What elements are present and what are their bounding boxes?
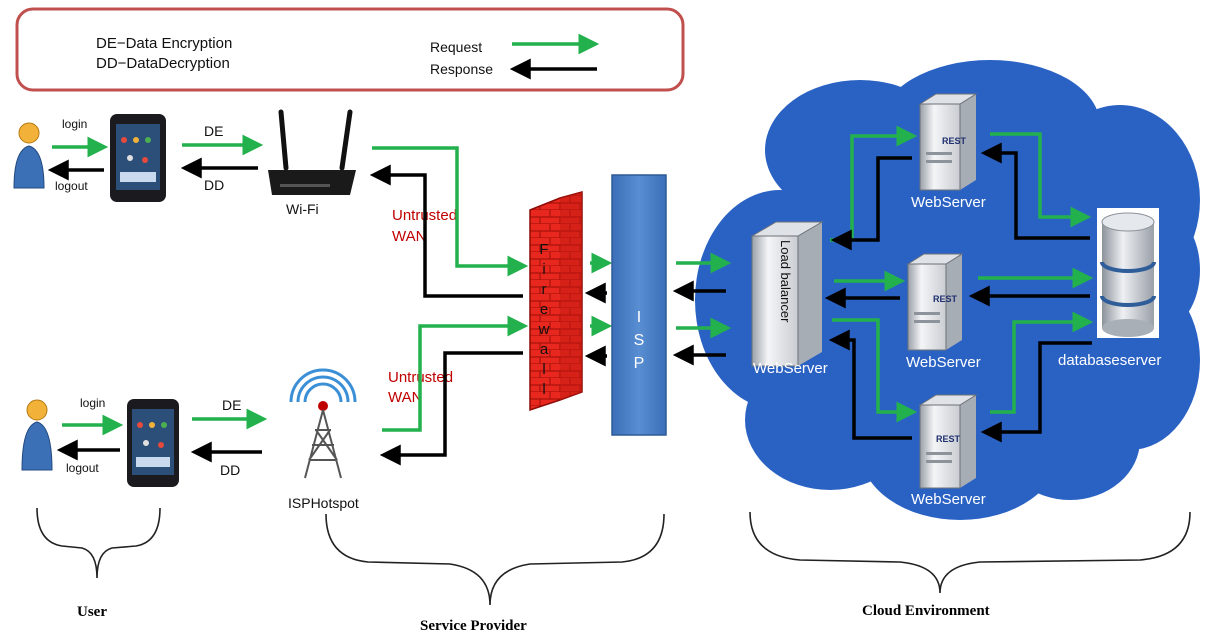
rest-label-mid: REST bbox=[933, 294, 958, 304]
rest-label-bottom: REST bbox=[936, 434, 961, 444]
lb-to-bottom-request-arrow bbox=[832, 318, 918, 423]
webserver-mid-label: WebServer bbox=[906, 354, 981, 371]
top-login-label: login bbox=[62, 117, 87, 131]
top-user-person-icon bbox=[13, 122, 45, 189]
isp-letter-2: P bbox=[634, 355, 645, 372]
webserver-bottom-label: WebServer bbox=[911, 491, 986, 508]
firewall-letter-7: l bbox=[542, 381, 545, 398]
webserver-mid-icon: REST bbox=[906, 253, 964, 351]
legend-de-text: DE−Data Encryption bbox=[96, 35, 232, 52]
load-balancer-server-icon: Load balancer bbox=[750, 221, 824, 367]
bottom-login-label: login bbox=[80, 396, 105, 410]
db-to-bottom-response-arrow bbox=[980, 341, 1092, 443]
top-logout-label: logout bbox=[55, 179, 88, 193]
cloud-bracket bbox=[749, 511, 1191, 594]
cloud-group-label: Cloud Environment bbox=[862, 603, 990, 619]
firewall-letter-0: F bbox=[539, 241, 548, 258]
top-de-label: DE bbox=[204, 123, 223, 139]
top-smartphone-icon bbox=[110, 114, 166, 202]
db-to-top-response-arrow bbox=[980, 142, 1090, 240]
lb-webserver-label: WebServer bbox=[753, 360, 828, 377]
bottom-to-db-request-arrow bbox=[990, 311, 1094, 414]
top-to-db-request-arrow bbox=[990, 132, 1092, 228]
top-wan-request-arrow bbox=[372, 146, 529, 277]
load-balancer-label: Load balancer bbox=[778, 240, 793, 323]
isp-block: ISP bbox=[611, 174, 667, 436]
firewall-letter-5: a bbox=[540, 341, 549, 358]
service-provider-group-label: Service Provider bbox=[420, 618, 527, 634]
bottom-wan-request-arrow bbox=[382, 315, 529, 432]
firewall-letter-1: i bbox=[542, 261, 545, 278]
wifi-label: Wi-Fi bbox=[286, 201, 319, 217]
wifi-router-icon bbox=[268, 109, 356, 195]
bottom-user-person-icon bbox=[21, 399, 53, 471]
top-wan-response-arrow bbox=[369, 164, 523, 298]
top-wan-label: WAN bbox=[392, 228, 426, 245]
service-provider-bracket bbox=[325, 513, 665, 606]
top-dd-label: DD bbox=[204, 177, 224, 193]
isp-hotspot-tower-icon bbox=[289, 368, 357, 479]
isp-letter-1: S bbox=[634, 332, 645, 349]
firewall-letter-3: e bbox=[540, 301, 548, 318]
user-bracket bbox=[36, 507, 161, 579]
top-to-lb-response-arrow bbox=[830, 156, 912, 251]
isp-hotspot-label: ISPHotspot bbox=[288, 495, 359, 511]
legend-response-label: Response bbox=[430, 61, 493, 77]
webserver-top-label: WebServer bbox=[911, 194, 986, 211]
rest-label-top: REST bbox=[942, 136, 967, 146]
legend-request-label: Request bbox=[430, 39, 482, 55]
isp-letter-0: I bbox=[637, 309, 641, 326]
webserver-top-icon: REST bbox=[918, 93, 978, 191]
firewall-letter-6: l bbox=[542, 361, 545, 378]
bottom-wan-response-arrow bbox=[379, 351, 523, 466]
legend-dd-text: DD−DataDecryption bbox=[96, 55, 230, 72]
database-label: databaseserver bbox=[1058, 352, 1161, 369]
bottom-to-lb-response-arrow bbox=[828, 329, 912, 440]
user-group-label: User bbox=[77, 604, 107, 620]
legend: DE−Data Encryption DD−DataDecryption Req… bbox=[15, 7, 685, 92]
bottom-smartphone-icon bbox=[127, 399, 179, 487]
webserver-bottom-icon: REST bbox=[918, 394, 978, 489]
firewall-letter-4: w bbox=[538, 321, 550, 338]
bottom-logout-label: logout bbox=[66, 461, 99, 475]
bottom-wan-label: WAN bbox=[388, 389, 422, 406]
firewall-letter-2: r bbox=[542, 281, 547, 298]
bottom-de-label: DE bbox=[222, 397, 241, 413]
isp-letters: ISP bbox=[634, 309, 645, 372]
database-server-icon bbox=[1097, 208, 1159, 338]
bottom-dd-label: DD bbox=[220, 462, 240, 478]
